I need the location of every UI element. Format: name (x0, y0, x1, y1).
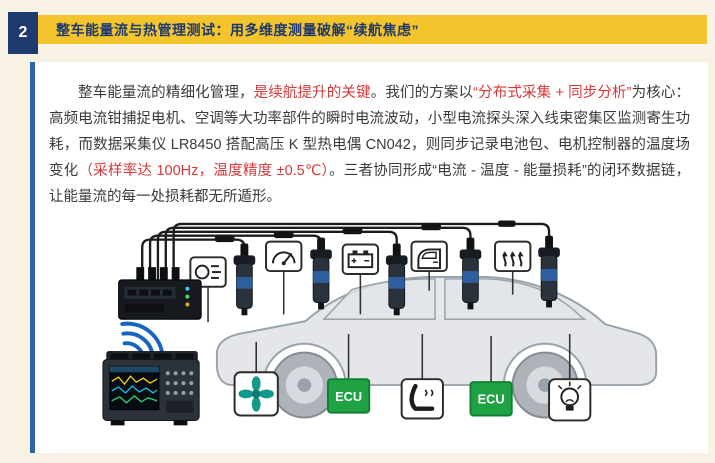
current-probe (385, 243, 408, 316)
section-title: 整车能量流与热管理测试：用多维度测量破解“续航焦虑” (56, 21, 419, 38)
wire-connectors (214, 220, 516, 243)
light-bulb-icon (548, 378, 592, 422)
car-door-icon (410, 240, 448, 273)
defroster-icon (494, 240, 532, 273)
ecu-label: ECU (478, 392, 505, 407)
text-segment: 。三者协同形成“电流 - 温度 - 能量损耗”的闭环数据链，让能量流的每一处损耗… (49, 163, 691, 205)
current-probe (233, 243, 256, 316)
text-segment: 为核心：高频电流钳捕捉电机、空调等大功率部件的瞬时电流波动，小型电流探头深入线束… (49, 85, 691, 179)
section-header: 2 整车能量流与热管理测试：用多维度测量破解“续航焦虑” (8, 12, 707, 54)
current-probe (459, 237, 482, 310)
text-segment: 。我们的方案以 (370, 85, 474, 101)
ecu-box: ECU (326, 378, 371, 414)
fan-icon (233, 371, 279, 417)
data-acquisition-module (118, 267, 202, 320)
text-segment-highlight: （采样率达 100Hz，温度精度 ±0.5℃） (78, 163, 330, 179)
section-title-bar: 整车能量流与热管理测试：用多维度测量破解“续航焦虑” (38, 15, 707, 44)
body-paragraph: 整车能量流的精细化管理，是续航提升的关键。我们的方案以“分布式采集 + 同步分析… (49, 80, 690, 210)
current-probe (538, 235, 560, 308)
text-segment-highlight: 是续航提升的关键 (253, 85, 371, 101)
ecu-box: ECU (469, 381, 513, 417)
current-probe (310, 237, 332, 310)
diagram-illustration: ECU ECU (102, 220, 658, 426)
heated-seat-icon (400, 378, 444, 420)
content-panel: 整车能量流的精细化管理，是续航提升的关键。我们的方案以“分布式采集 + 同步分析… (30, 62, 708, 453)
gauge-icon (265, 240, 303, 273)
data-logger (102, 351, 200, 426)
sensor-links (207, 271, 571, 383)
text-segment: 整车能量流的精细化管理， (78, 85, 254, 101)
measurement-diagram: ECU ECU (97, 218, 667, 451)
text-segment-highlight: “分布式采集 + 同步分析” (473, 85, 632, 101)
headlight-icon (189, 256, 227, 288)
battery-icon (341, 243, 380, 275)
ecu-label: ECU (335, 389, 362, 404)
section-number-badge: 2 (8, 12, 38, 54)
